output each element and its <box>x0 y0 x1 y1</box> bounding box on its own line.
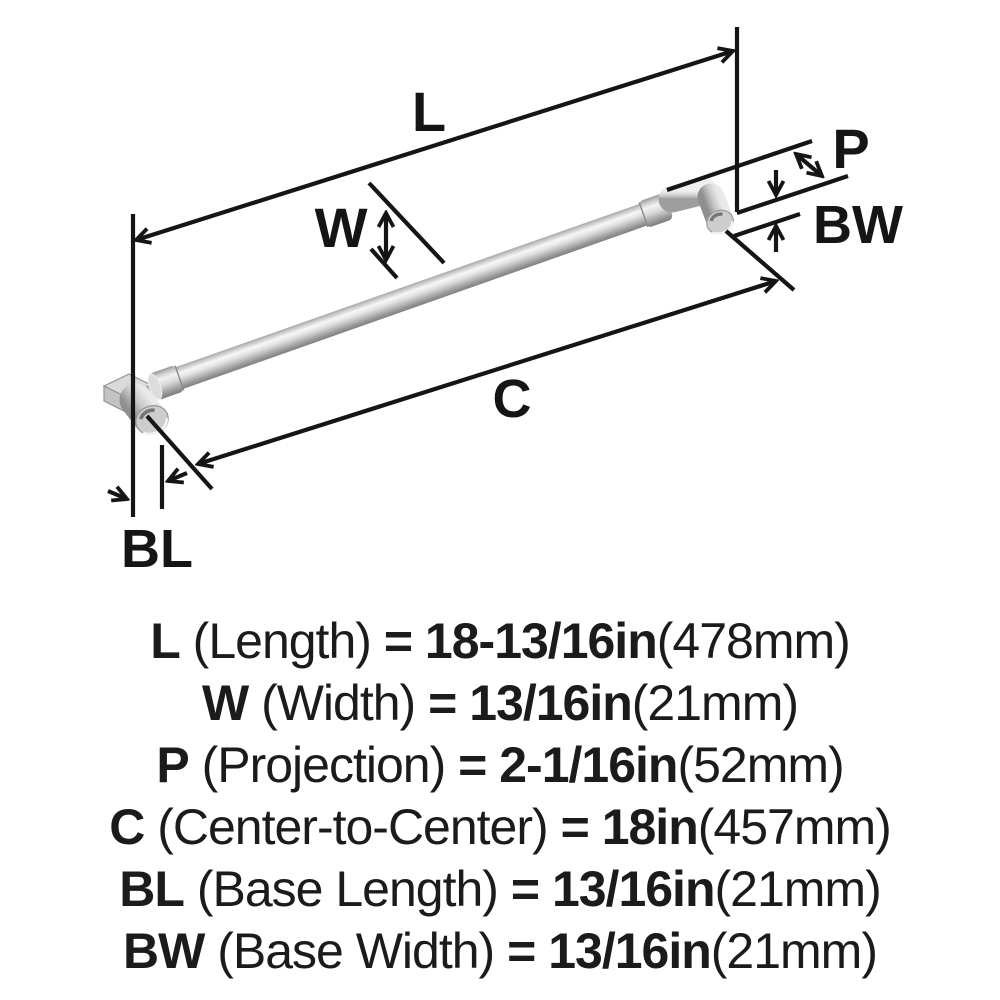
spec-symbol: BL <box>119 861 185 917</box>
spec-value: 13/16in <box>551 861 716 917</box>
c-extension-left <box>145 414 214 491</box>
spec-metric: (21mm) <box>631 675 799 731</box>
bl-arrow-right <box>107 491 127 499</box>
p-dimension-arrow <box>796 154 822 176</box>
spec-value: 18-13/16in <box>424 613 658 669</box>
c-label: C <box>493 369 532 429</box>
spec-descriptor: (Length) <box>192 613 372 669</box>
handle-bar-left-cap <box>147 373 163 400</box>
spec-metric: (21mm) <box>710 923 878 979</box>
spec-descriptor: (Width) <box>261 675 416 731</box>
p-extension-bottom <box>736 174 849 215</box>
spec-row-projection: P (Projection) = 2-1/16in(52mm) <box>0 734 1000 796</box>
bw-label: BW <box>813 195 903 255</box>
w-label: W <box>315 196 368 259</box>
dim-width <box>367 181 446 280</box>
dim-projection <box>666 139 849 215</box>
dim-base-length <box>107 445 188 509</box>
w-tick-bottom <box>369 247 399 280</box>
dimension-annotations <box>107 27 849 517</box>
bl-arrow-left <box>168 473 188 481</box>
spec-equals: = <box>458 737 487 793</box>
dim-length <box>130 27 740 517</box>
spec-symbol: W <box>201 675 249 731</box>
spec-equals: = <box>383 613 413 669</box>
spec-equals: = <box>560 799 590 855</box>
dimension-diagram: L W P BW C BL <box>102 27 903 579</box>
spec-list: L (Length) = 18-13/16in(478mm) W (Width)… <box>0 610 1000 982</box>
dim-base-width <box>733 170 801 252</box>
spec-metric: (457mm) <box>697 799 892 855</box>
p-extension-top <box>666 139 813 192</box>
spec-row-center-to-center: C (Center-to-Center) = 18in(457mm) <box>0 796 1000 858</box>
spec-equals: = <box>428 675 457 731</box>
product-diagram-svg: L W P BW C BL <box>102 27 903 579</box>
spec-descriptor: (Base Width) <box>217 923 495 979</box>
spec-value: 18in <box>601 799 699 855</box>
c-dimension-line <box>198 281 776 464</box>
bl-label: BL <box>121 519 193 579</box>
spec-value: 2-1/16in <box>499 737 678 793</box>
spec-descriptor: (Base Length) <box>196 861 499 917</box>
spec-symbol: C <box>109 799 145 855</box>
spec-metric: (478mm) <box>656 613 851 669</box>
bw-extension-bottom <box>733 212 801 238</box>
spec-row-base-length: BL (Base Length) = 13/16in(21mm) <box>0 858 1000 920</box>
l-label: L <box>412 80 446 143</box>
spec-equals: = <box>507 923 536 979</box>
spec-value: 13/16in <box>469 675 633 731</box>
c-extension-right <box>724 229 796 292</box>
p-label: P <box>832 117 869 180</box>
spec-descriptor: (Center-to-Center) <box>157 799 548 855</box>
handle-pull <box>102 177 734 436</box>
spec-row-width: W (Width) = 13/16in(21mm) <box>0 672 1000 734</box>
spec-value: 13/16in <box>548 923 712 979</box>
l-dimension-line <box>136 51 733 240</box>
spec-row-base-width: BW (Base Width) = 13/16in(21mm) <box>0 920 1000 982</box>
spec-metric: (52mm) <box>677 737 844 793</box>
spec-symbol: P <box>156 737 189 793</box>
handle-bar-left-seam <box>174 365 185 391</box>
spec-metric: (21mm) <box>714 861 882 917</box>
spec-symbol: L <box>150 613 181 669</box>
spec-descriptor: (Projection) <box>201 737 447 793</box>
spec-symbol: BW <box>123 923 205 979</box>
spec-row-length: L (Length) = 18-13/16in(478mm) <box>0 610 1000 672</box>
w-tick-top <box>367 181 446 265</box>
dim-center-to-center <box>145 229 796 491</box>
spec-equals: = <box>510 861 540 917</box>
